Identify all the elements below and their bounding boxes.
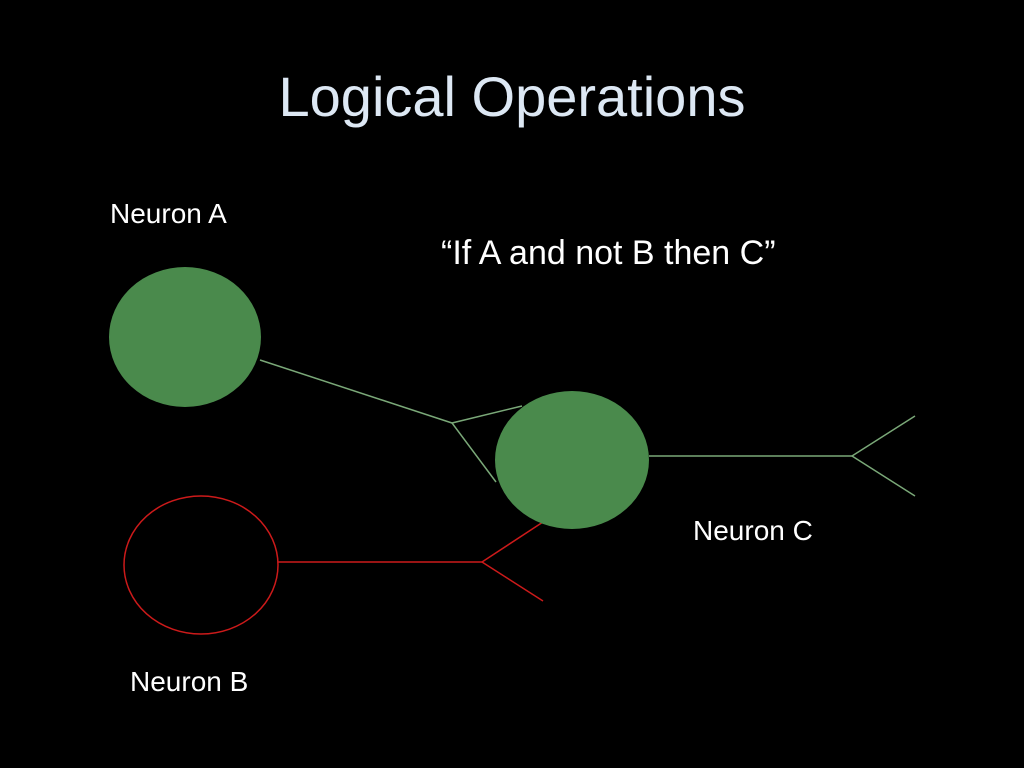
logic-caption: “If A and not B then C” xyxy=(441,234,776,272)
neuron-b-label: Neuron B xyxy=(130,666,249,697)
neuron-a-label: Neuron A xyxy=(110,198,227,229)
neuron-a-synapse-terminal xyxy=(450,405,523,483)
neuron-b-synapse-terminal xyxy=(480,521,544,602)
neuron-a-body xyxy=(109,267,261,407)
neuron-c-body xyxy=(495,391,649,529)
slide-title: Logical Operations xyxy=(278,65,746,128)
neuron-b-body xyxy=(123,495,279,635)
neuron-a-axon xyxy=(259,359,453,424)
neuron-c-label: Neuron C xyxy=(693,515,813,546)
neuron-c-output-terminal xyxy=(850,415,916,497)
